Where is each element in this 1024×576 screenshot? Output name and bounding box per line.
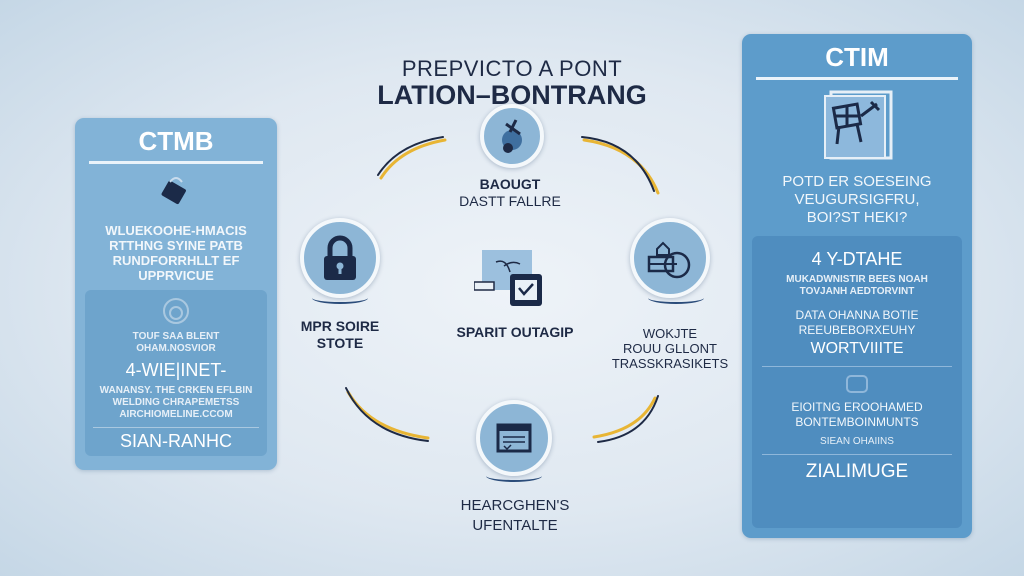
right-panel: CTIM POTD ER SOESEING VEUGURSIGFRU, BOI?…	[742, 34, 972, 538]
right-inner-box: 4 Y-DTAHE MUKADWNISTIR BEES NOAH TOVJANH…	[752, 236, 962, 528]
right-inner-c2: BONTEMBOINMUNTS	[795, 415, 919, 429]
house-card-icon	[647, 241, 691, 279]
node-center	[473, 248, 542, 306]
arc-bottom-right	[592, 396, 657, 439]
node-right-base	[648, 292, 704, 304]
arc-bottom-left-dark	[345, 387, 429, 442]
document-checkbox-icon	[473, 250, 542, 306]
right-inner-small: SIEAN OHAIINS	[820, 436, 894, 447]
right-text-1: POTD ER SOESEING	[782, 173, 932, 190]
right-inner-a2: TOVJANH AEDTORVINT	[799, 286, 915, 297]
right-inner-c1: EIOITNG EROOHAMED	[791, 400, 923, 414]
left-inner-detail-3: AIRCHIOMELINE.CCOM	[119, 409, 233, 420]
node-top-label-2: DASTT FALLRE	[459, 193, 561, 209]
left-inner-box: TOUF SAA BLENT OHAM.NOSVIOR 4-WIE|INET- …	[85, 290, 267, 456]
right-inner-footer: ZIALIMUGE	[805, 461, 909, 482]
node-bottom	[476, 400, 552, 476]
node-right-label-2: ROUU GLLONT	[623, 341, 717, 356]
globe-satellite-icon	[502, 119, 522, 153]
left-inner-heading: 4-WIE|INET-	[125, 360, 227, 380]
node-top-label-1: BAOUGT	[479, 176, 541, 192]
right-text-3: BOI?ST HEKI?	[806, 209, 908, 226]
node-left-base	[312, 292, 368, 304]
calendar-icon	[496, 423, 532, 453]
right-panel-title: CTIM	[825, 42, 889, 72]
arc-bottom-right-dark	[597, 395, 659, 443]
node-left	[300, 218, 380, 298]
face-badge-icon	[163, 298, 189, 324]
right-inner-subheading: WORTVIIITE	[810, 340, 904, 357]
arc-top-left	[379, 138, 447, 180]
node-left-label-1: MPR SOIRE	[300, 318, 380, 334]
left-panel-title: CTMB	[138, 126, 214, 156]
left-text-1: WLUEKOOHE-HMACIS	[105, 223, 247, 238]
node-center-label: SPARIT OUTAGIP	[456, 324, 574, 340]
node-bottom-label-2: UFENTALTE	[472, 517, 558, 534]
arc-top-left-dark	[377, 136, 444, 176]
node-left-label-2: STOTE	[316, 335, 364, 351]
padlock-icon	[324, 235, 356, 280]
robot-icon	[846, 375, 868, 393]
right-inner-a1: MUKADWNISTIR BEES NOAH	[786, 274, 928, 285]
node-bottom-base	[486, 470, 542, 482]
divider	[89, 161, 263, 164]
title-line-1: PREPVICTO A PONT	[401, 56, 623, 81]
node-right	[630, 218, 710, 298]
node-right-label-3: TRASSKRASIKETS	[611, 356, 729, 371]
node-bottom-label-1: HEARCGHEN'S	[460, 497, 570, 514]
node-top	[480, 104, 544, 168]
bag-icon	[161, 177, 186, 205]
right-text-2: VEUGURSIGFRU,	[794, 191, 920, 208]
checklist-board-icon	[824, 90, 893, 160]
left-inner-small-1: TOUF SAA BLENT	[132, 331, 220, 342]
left-inner-detail-2: WELDING CHRAPEMETSS	[112, 397, 240, 408]
left-text-2: RTTHNG SYINE PATB	[109, 238, 243, 253]
left-panel: CTMB WLUEKOOHE-HMACIS RTTHNG SYINE PATB …	[75, 118, 277, 470]
left-inner-detail-1: WANANSY. THE CRKEN EFLBIN	[99, 385, 253, 396]
left-inner-small-2: OHAM.NOSVIOR	[136, 343, 216, 354]
divider	[756, 77, 958, 80]
left-inner-footer: SIAN-RANHC	[119, 431, 232, 451]
left-text-4: UPPRVICUE	[138, 268, 214, 283]
arc-top-right	[582, 138, 660, 195]
node-right-label-1: WOKJTE	[642, 326, 698, 341]
arc-top-right-dark	[581, 136, 655, 192]
right-inner-heading: 4 Y-DTAHE	[811, 249, 903, 269]
right-inner-b2: REEUBEBORXEUHY	[798, 323, 916, 337]
right-inner-b1: DATA OHANNA BOTIE	[795, 308, 919, 322]
left-text-3: RUNDFORRHLLT EF	[112, 253, 240, 268]
